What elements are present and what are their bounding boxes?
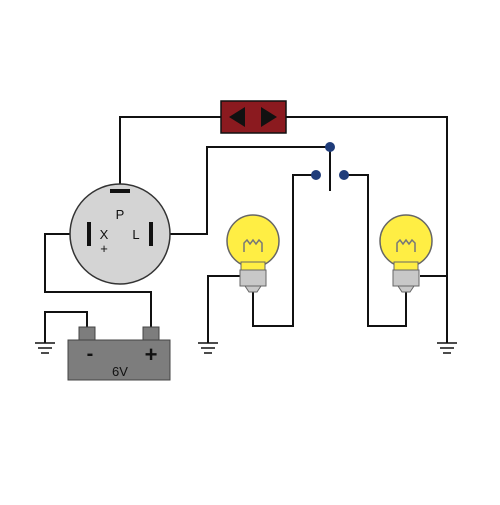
left-bulb-tip — [244, 285, 262, 293]
terminal-x-label: X — [100, 227, 109, 242]
left-right-arrows-icon — [220, 100, 287, 134]
wire-battery-negative-ground — [44, 311, 88, 343]
terminal-x-sign: + — [100, 241, 108, 256]
terminal-x-blade — [87, 222, 91, 246]
bulb-icon — [226, 214, 280, 293]
right-bulb-base — [392, 269, 420, 287]
left-arrow — [229, 107, 245, 127]
right-bulb-tip — [397, 285, 415, 293]
battery-voltage-label: 6V — [112, 364, 128, 379]
switch-left-contact — [311, 170, 321, 180]
right-arrow — [261, 107, 277, 127]
terminal-p-label: P — [116, 207, 125, 222]
wire-indicator-to-right-rail — [286, 116, 448, 343]
wire-switch-to-left-lamp — [252, 174, 316, 327]
wire-left-lamp-ground — [207, 275, 240, 343]
right-bulb-filament — [396, 238, 416, 252]
switch-pivot-contact — [325, 142, 335, 152]
battery-positive-label: + — [145, 342, 158, 367]
battery-body — [67, 339, 171, 381]
ground-icon — [35, 342, 55, 354]
wire-p-to-indicator — [119, 116, 221, 190]
battery-negative-label: - — [87, 343, 94, 365]
left-bulb-base — [239, 269, 267, 287]
flasher-body — [69, 183, 171, 285]
flasher-unit: P X + L — [69, 183, 171, 285]
terminal-l-blade — [149, 222, 153, 246]
switch-icon — [311, 142, 349, 191]
left-bulb-filament — [243, 238, 263, 252]
ground-icon — [198, 342, 218, 354]
battery: - + 6V — [67, 326, 171, 381]
switch-right-contact — [339, 170, 349, 180]
wire-x-to-battery-positive — [44, 233, 152, 330]
terminal-l-label: L — [132, 227, 139, 242]
wires — [44, 116, 448, 343]
wire-l-to-switch — [152, 146, 330, 235]
bulb-icon — [379, 214, 433, 293]
terminal-p-blade — [110, 189, 130, 193]
ground-icon — [437, 342, 457, 354]
wire-switch-to-right-lamp — [344, 174, 407, 327]
